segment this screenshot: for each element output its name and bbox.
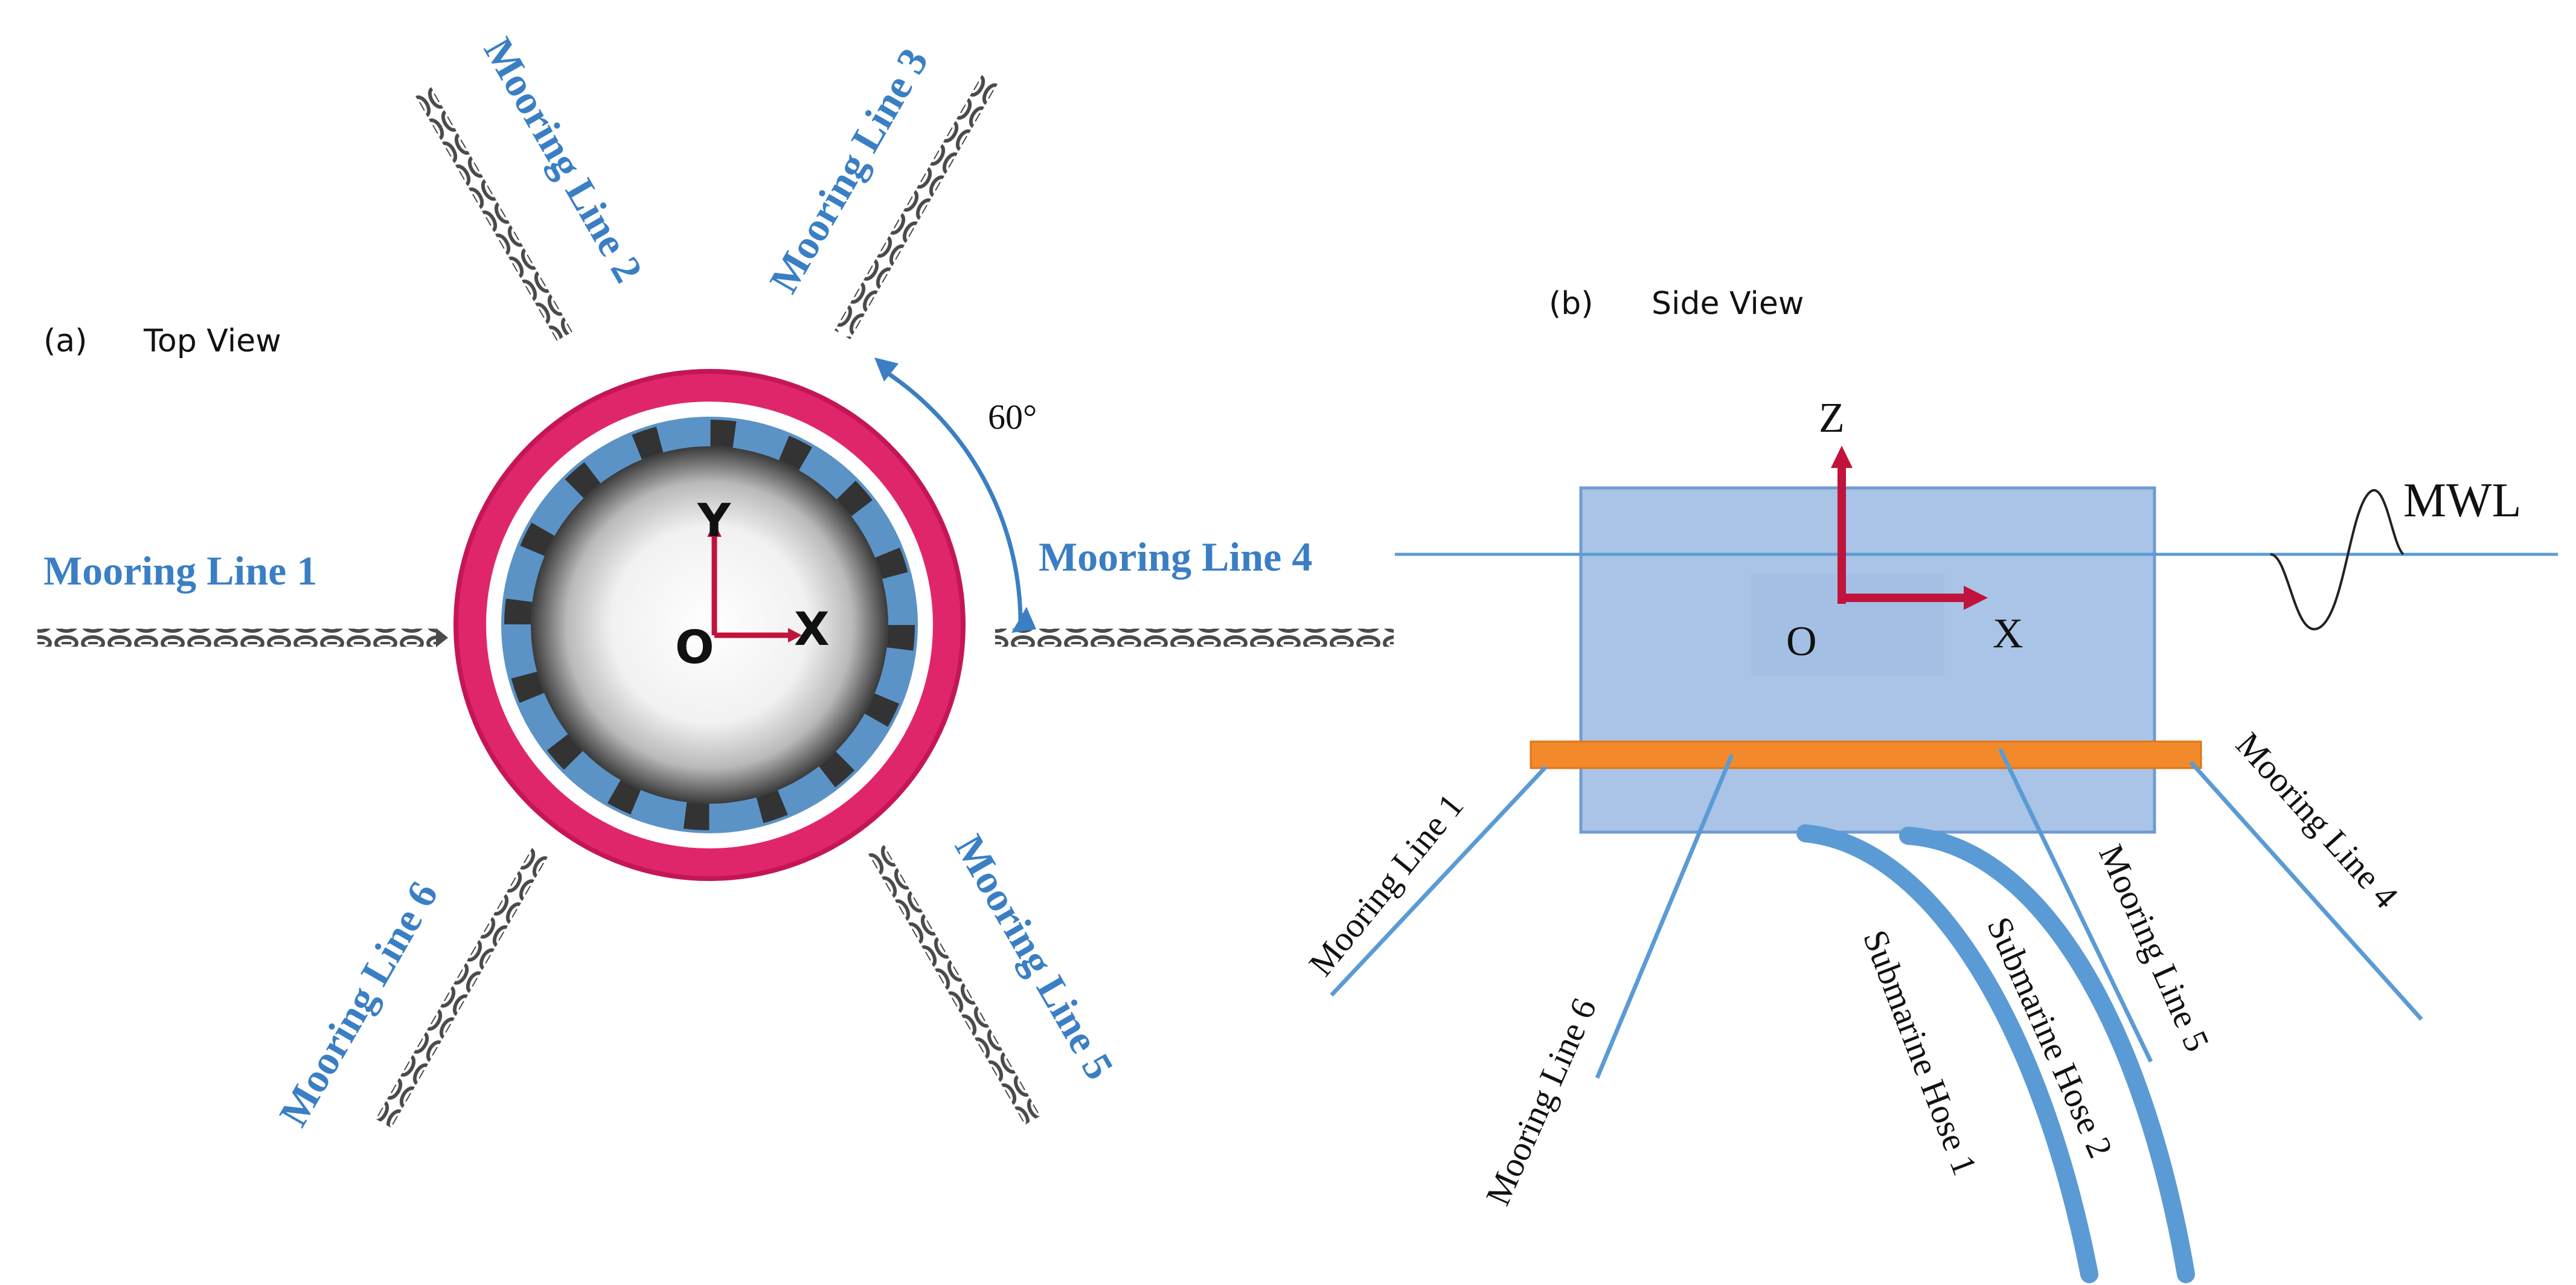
top-mooring-label-5: Mooring Line 5 [946,827,1123,1088]
buoy-skirt [1530,740,2202,769]
angle-arc [879,367,1023,623]
side-mooring-label-4: Mooring Line 4 [2228,725,2406,915]
panel-a-title: Top View [143,323,281,359]
panel-top-view: (a) Top View [37,30,1394,1134]
angle-arrow-start-icon [874,357,899,382]
top-mooring-label-3: Mooring Line 3 [760,40,937,301]
side-view-axes: Z X O [1786,395,2023,665]
side-mooring-label-1: Mooring Line 1 [1301,786,1472,983]
mooring-chain-1 [37,629,436,647]
ring-segments [504,420,915,830]
z-axis-arrow-icon [1831,446,1853,468]
y-axis-arrow-icon [707,523,722,537]
mooring-chain-2 [415,86,572,341]
top-view-axes: Y X O [675,493,830,674]
side-mooring-line-4 [2189,760,2423,1021]
buoy-inner-shade [1751,574,1944,676]
axis-x-label: X [794,602,830,656]
submarine-hose-2 [1899,827,2195,1283]
mooring-chain-4 [995,629,1394,647]
fairlead-1-icon [436,628,448,647]
panel-a-label: (a) [43,323,87,359]
angle-label: 60° [988,397,1037,437]
side-origin-label: O [1786,618,1817,665]
mooring-chain-3 [835,74,998,339]
panel-side-view: (b) Side View MWL Z X O Mooring Lin [1301,286,2558,1283]
side-mooring-line-1 [1330,765,1548,997]
side-axis-x-label: X [1993,610,2023,657]
mooring-chains [37,74,1394,1128]
side-mooring-line-5 [1998,748,2153,1063]
axis-y-label: Y [697,493,731,547]
panel-b-label: (b) [1549,286,1594,322]
mooring-chain-6 [376,847,548,1128]
wave-symbol-icon [2270,489,2405,630]
origin-label: O [675,620,714,674]
top-mooring-label-1: Mooring Line 1 [43,548,317,594]
angle-arrow-end-icon [1011,607,1036,633]
submarine-hose-1 [1796,824,2098,1283]
side-mooring-line-6 [1595,754,1734,1079]
x-axis-arrow-icon [788,628,802,642]
mooring-chain-5 [868,844,1040,1125]
top-mooring-label-6: Mooring Line 6 [270,874,446,1134]
buoy-center [531,446,888,804]
buoy-top [453,369,966,881]
top-mooring-label-2: Mooring Line 2 [475,30,652,290]
side-mooring-label-6: Mooring Line 6 [1478,992,1604,1211]
mwl-label: MWL [2403,474,2522,527]
axis-z-label: Z [1819,395,1845,441]
side-x-axis-arrow-icon [1964,586,1988,610]
angle-indicator: 60° [874,357,1037,633]
top-mooring-label-4: Mooring Line 4 [1039,534,1312,580]
panel-b-title: Side View [1652,286,1804,322]
